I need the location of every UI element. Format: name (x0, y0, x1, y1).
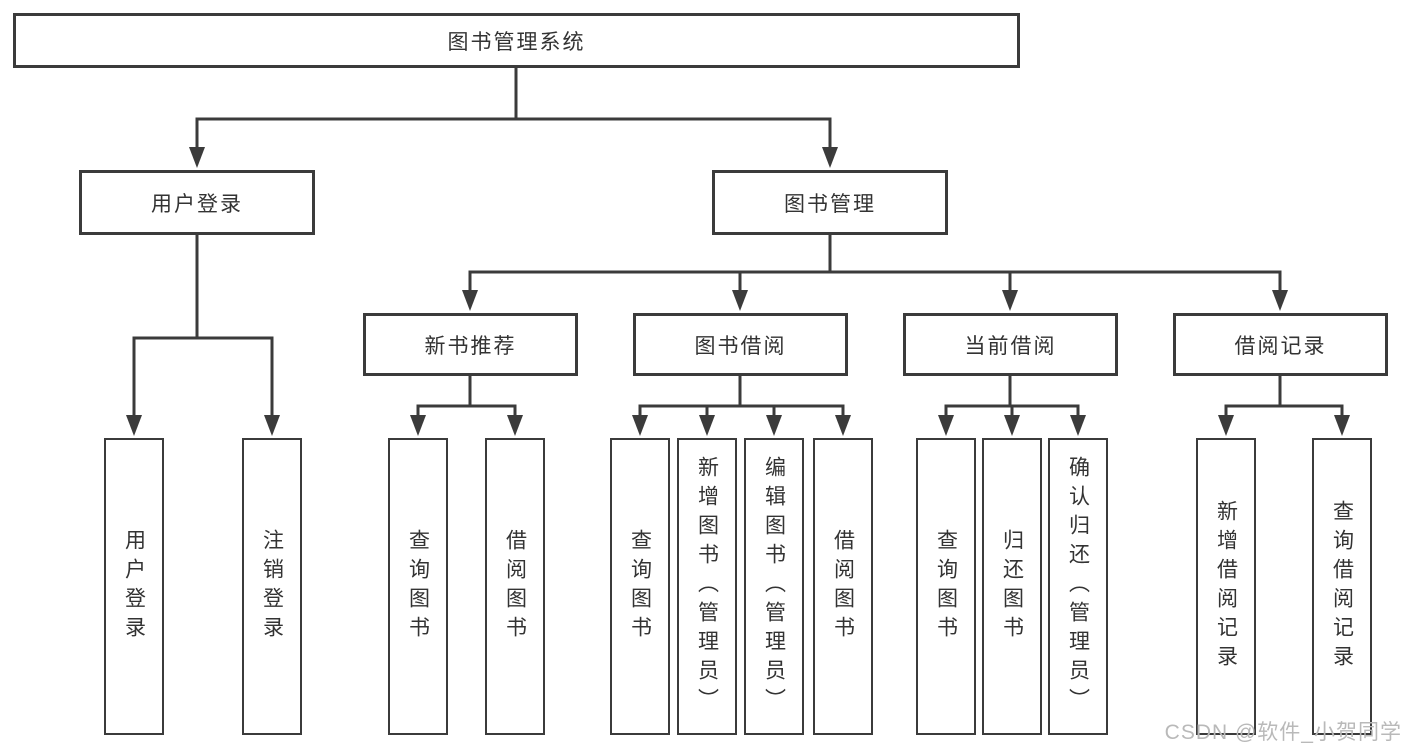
leaf-edit-book-admin: 编辑图书（管理员） (744, 438, 804, 735)
leaf-borrow-books-recommend: 借阅图书 (485, 438, 545, 735)
node-book-management: 图书管理 (712, 170, 948, 235)
arrow-down-icon (1070, 415, 1086, 436)
connector-book-mgmt-branch (468, 270, 1282, 294)
leaf-label: 确认归还（管理员） (1066, 456, 1090, 717)
node-label: 图书借阅 (694, 334, 787, 358)
leaf-query-books-current: 查询图书 (916, 438, 976, 735)
leaf-label: 新增图书（管理员） (695, 456, 719, 717)
connector-user-login-branch (132, 336, 274, 419)
arrow-down-icon (732, 290, 748, 311)
arrow-down-icon (766, 415, 782, 436)
arrow-down-icon (126, 415, 142, 436)
arrowheads (126, 147, 1350, 436)
node-label: 借阅记录 (1234, 334, 1327, 358)
arrow-down-icon (632, 415, 648, 436)
leaf-query-books-recommend: 查询图书 (388, 438, 448, 735)
arrow-down-icon (699, 415, 715, 436)
connector-paths (132, 68, 1344, 419)
node-current-borrowing: 当前借阅 (903, 313, 1118, 376)
node-label: 用户登录 (151, 192, 243, 216)
arrow-down-icon (1002, 290, 1018, 311)
leaf-label: 借阅图书 (503, 528, 527, 645)
leaf-return-book: 归还图书 (982, 438, 1042, 735)
leaf-label: 编辑图书（管理员） (762, 456, 786, 717)
leaf-add-borrow-record: 新增借阅记录 (1196, 438, 1256, 735)
csdn-watermark: CSDN @软件_小贺同学 (1164, 721, 1402, 744)
leaf-query-books-borrowing: 查询图书 (610, 438, 670, 735)
leaf-confirm-return-admin: 确认归还（管理员） (1048, 438, 1108, 735)
leaf-label: 查询图书 (628, 528, 652, 645)
node-label: 当前借阅 (964, 334, 1057, 358)
leaf-query-borrow-record: 查询借阅记录 (1312, 438, 1372, 735)
leaf-label: 用户登录 (122, 528, 146, 645)
arrow-down-icon (462, 290, 478, 311)
arrow-down-icon (189, 147, 205, 168)
connector-root-branch (195, 117, 832, 150)
node-label: 图书管理系统 (447, 30, 586, 54)
arrow-down-icon (1218, 415, 1234, 436)
arrow-down-icon (1004, 415, 1020, 436)
leaf-user-login: 用户登录 (104, 438, 164, 735)
node-new-book-recommend: 新书推荐 (363, 313, 578, 376)
leaf-label: 查询借阅记录 (1330, 499, 1354, 674)
leaf-label: 归还图书 (1000, 528, 1024, 645)
leaf-label: 查询图书 (934, 528, 958, 645)
leaf-logout: 注销登录 (242, 438, 302, 735)
node-label: 新书推荐 (424, 334, 517, 358)
leaf-label: 注销登录 (260, 528, 284, 645)
node-user-login: 用户登录 (79, 170, 315, 235)
leaf-label: 借阅图书 (831, 528, 855, 645)
arrow-down-icon (835, 415, 851, 436)
arrow-down-icon (410, 415, 426, 436)
connector-newbook-branch (416, 404, 517, 419)
arrow-down-icon (1334, 415, 1350, 436)
node-borrowing-records: 借阅记录 (1173, 313, 1388, 376)
arrow-down-icon (264, 415, 280, 436)
connector-records-branch (1224, 404, 1344, 419)
leaf-add-book-admin: 新增图书（管理员） (677, 438, 737, 735)
leaf-borrow-books-borrowing: 借阅图书 (813, 438, 873, 735)
node-library-management-system: 图书管理系统 (13, 13, 1020, 68)
node-book-borrowing: 图书借阅 (633, 313, 848, 376)
connector-borrow-branch (638, 404, 845, 419)
node-label: 图书管理 (784, 192, 876, 216)
arrow-down-icon (507, 415, 523, 436)
leaf-label: 新增借阅记录 (1214, 499, 1238, 674)
arrow-down-icon (822, 147, 838, 168)
arrow-down-icon (1272, 290, 1288, 311)
arrow-down-icon (938, 415, 954, 436)
leaf-label: 查询图书 (406, 528, 430, 645)
